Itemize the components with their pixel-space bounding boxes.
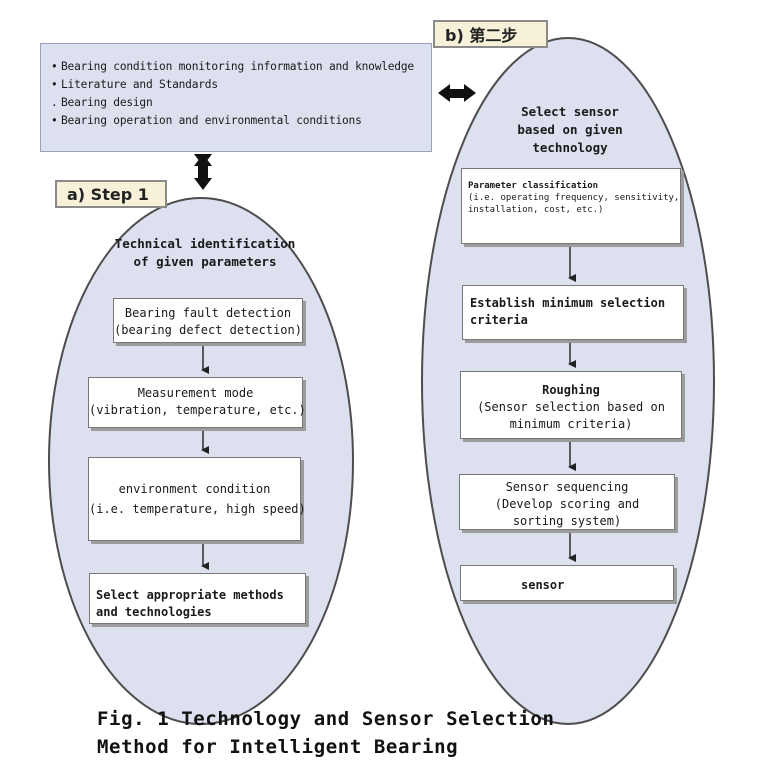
box-b4-line1: Sensor sequencing	[505, 480, 629, 494]
info-line-2: •Literature and Standards	[51, 78, 218, 91]
box-b4-line3: sorting system)	[512, 514, 622, 528]
figure-caption-line2: Method for Intelligent Bearing	[97, 736, 459, 758]
box-b4-line2: (Develop scoring and	[494, 497, 640, 511]
parameter-classification-box: Parameter classification (i.e. operating…	[461, 168, 681, 244]
step-b-heading-line2: based on given	[517, 122, 623, 137]
sensor-sequencing-box: Sensor sequencing (Develop scoring and s…	[459, 474, 675, 530]
info-line-3: .Bearing design	[51, 96, 153, 109]
step-b-heading: Select sensor based on given technology	[495, 103, 645, 157]
box-b2-line1: Establish minimum selection	[470, 296, 666, 310]
info-text-1: Bearing condition monitoring information…	[61, 60, 414, 73]
step-b-heading-line3: technology	[532, 140, 608, 155]
info-text-4: Bearing operation and environmental cond…	[61, 114, 362, 127]
box-a2-line2: (vibration, temperature, etc.)	[89, 403, 306, 417]
bullet-4: •	[51, 114, 58, 127]
knowledge-sources-box: •Bearing condition monitoring informatio…	[40, 43, 432, 152]
figure-caption-line1: Fig. 1 Technology and Sensor Selection	[97, 708, 555, 730]
roughing-box: Roughing (Sensor selection based on mini…	[460, 371, 682, 439]
info-line-1: •Bearing condition monitoring informatio…	[51, 60, 414, 73]
box-b3-line1: Roughing	[542, 383, 600, 397]
step-a-heading-line2: of given parameters	[133, 254, 277, 269]
box-a4-line2: and technologies	[96, 605, 212, 619]
step-b-heading-line1: Select sensor	[521, 104, 619, 119]
box-b1-line3: installation, cost, etc.)	[468, 205, 604, 215]
bullet-3: .	[51, 96, 58, 109]
box-a3-line2: (i.e. temperature, high speed)	[89, 502, 306, 516]
box-a3-line1: environment condition	[118, 482, 271, 496]
box-a2-line1: Measurement mode	[137, 386, 254, 400]
measurement-mode-box: Measurement mode (vibration, temperature…	[88, 377, 306, 428]
vertical-double-arrow	[194, 154, 212, 190]
minimum-criteria-box: Establish minimum selection criteria	[462, 285, 684, 340]
box-b1-line2: (i.e. operating frequency, sensitivity,	[468, 193, 680, 203]
box-b2-line2: criteria	[470, 313, 528, 327]
bullet-2: •	[51, 78, 58, 91]
bullet-1: •	[51, 60, 58, 73]
sensor-box: sensor	[460, 565, 674, 601]
box-a1-line2: (bearing defect detection)	[114, 323, 302, 337]
step-b-tag: b) 第二步	[433, 20, 548, 48]
info-text-3: Bearing design	[61, 96, 153, 109]
box-b3-line3: minimum criteria)	[509, 417, 633, 431]
box-b5-line1: sensor	[521, 578, 565, 592]
info-text-2: Literature and Standards	[61, 78, 218, 91]
box-b3-line2: (Sensor selection based on	[477, 400, 665, 414]
box-a4-line1: Select appropriate methods	[96, 588, 284, 602]
info-line-4: •Bearing operation and environmental con…	[51, 114, 362, 127]
environment-condition-box: environment condition (i.e. temperature,…	[88, 457, 306, 541]
horizontal-double-arrow	[438, 84, 476, 102]
step-a-heading-line1: Technical identification	[114, 236, 296, 251]
box-a1-line1: Bearing fault detection	[124, 306, 292, 320]
select-methods-box: Select appropriate methods and technolog…	[89, 573, 306, 624]
box-b1-line1: Parameter classification	[468, 181, 599, 191]
step-a-heading: Technical identification of given parame…	[80, 235, 330, 271]
bearing-fault-detection-box: Bearing fault detection (bearing defect …	[113, 298, 303, 343]
step-a-tag: a) Step 1	[55, 180, 167, 208]
